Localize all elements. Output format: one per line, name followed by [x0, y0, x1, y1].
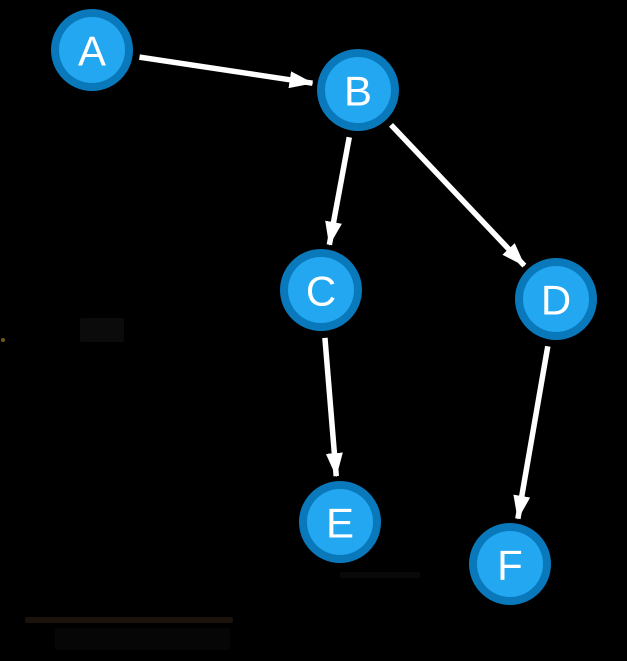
background-artifact — [25, 617, 233, 623]
node-inner-circle — [288, 257, 354, 323]
node-inner-circle — [59, 17, 125, 83]
node-inner-circle — [307, 489, 373, 555]
edge-D-F — [513, 345, 551, 520]
node-D[interactable]: D — [515, 258, 597, 340]
node-C[interactable]: C — [280, 249, 362, 331]
node-inner-circle — [523, 266, 589, 332]
node-A[interactable]: A — [51, 9, 133, 91]
background-artifact — [55, 628, 230, 650]
background-artifact — [340, 572, 420, 578]
node-F[interactable]: F — [469, 523, 551, 605]
background-artifact — [80, 318, 124, 342]
node-E[interactable]: E — [299, 481, 381, 563]
node-B[interactable]: B — [317, 49, 399, 131]
edge-B-D — [389, 122, 527, 268]
edge-B-C — [325, 136, 352, 246]
node-inner-circle — [477, 531, 543, 597]
edge-A-B — [139, 54, 314, 89]
background-artifact — [1, 338, 5, 342]
node-inner-circle — [325, 57, 391, 123]
edge-C-E — [322, 337, 343, 478]
